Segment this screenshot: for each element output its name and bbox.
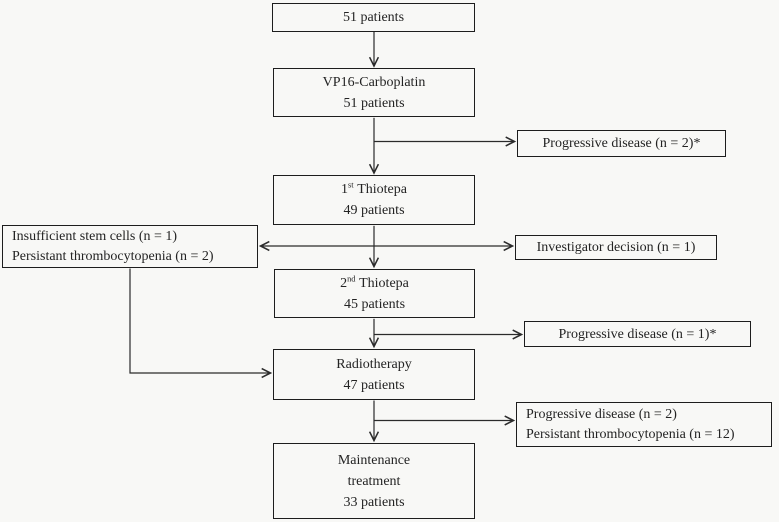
radiotherapy-patients-count: 47 patients: [343, 377, 405, 393]
box-radiotherapy: Radiotherapy 47 patients: [273, 349, 475, 400]
insufficient-stem-cells-label: Insufficient stem cells (n = 1): [12, 228, 178, 244]
box-progressive-disease-after-vp16: Progressive disease (n = 2)*: [517, 130, 726, 157]
thrombocytopenia-after-radiotherapy-label: Persistant thrombocytopenia (n = 12): [526, 426, 735, 442]
box-vp16-carboplatin: VP16-Carboplatin 51 patients: [273, 68, 475, 117]
second-thiotepa-drug: Thiotepa: [359, 275, 409, 291]
progressive-after-thiotepa2-label: Progressive disease (n = 1)*: [558, 326, 717, 342]
first-thiotepa-ordinal-suffix: st: [348, 180, 354, 190]
box-maintenance-treatment: Maintenance treatment 33 patients: [273, 443, 475, 519]
maintenance-patients-count: 33 patients: [343, 494, 405, 510]
vp16-patients-count: 51 patients: [343, 95, 405, 111]
investigator-decision-label: Investigator decision (n = 1): [536, 240, 696, 255]
maintenance-label-line2: treatment: [347, 473, 401, 489]
progressive-after-vp16-label: Progressive disease (n = 2)*: [542, 136, 701, 151]
second-thiotepa-ordinal-suffix: nd: [347, 273, 356, 283]
progressive-after-radiotherapy-label: Progressive disease (n = 2): [526, 406, 677, 422]
first-thiotepa-patients-count: 49 patients: [343, 203, 405, 218]
box-insufficient-stem-cells: Insufficient stem cells (n = 1) Persista…: [2, 225, 258, 268]
first-thiotepa-drug: Thiotepa: [357, 182, 407, 197]
box-exclusions-after-radiotherapy: Progressive disease (n = 2) Persistant t…: [516, 402, 772, 447]
persistant-thrombocytopenia-label: Persistant thrombocytopenia (n = 2): [12, 248, 214, 264]
arrow-stemcells-to-radiotherapy: [129, 268, 273, 379]
second-thiotepa-patients-count: 45 patients: [343, 296, 406, 312]
maintenance-label-line1: Maintenance: [337, 452, 411, 468]
box-enrolled: 51 patients: [272, 3, 475, 32]
box-investigator-decision: Investigator decision (n = 1): [515, 235, 717, 260]
radiotherapy-label: Radiotherapy: [336, 356, 412, 372]
first-thiotepa-ordinal: 1: [341, 182, 348, 197]
vp16-label: VP16-Carboplatin: [322, 74, 426, 90]
box-progressive-disease-after-thiotepa2: Progressive disease (n = 1)*: [524, 321, 751, 347]
second-thiotepa-ordinal: 2: [340, 275, 348, 291]
enrolled-patients-count: 51 patients: [342, 10, 405, 25]
